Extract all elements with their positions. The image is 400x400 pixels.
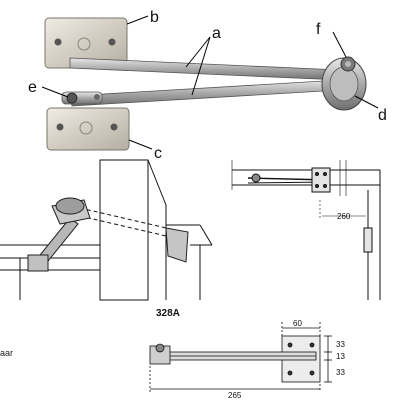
lower-arm [69,79,341,107]
dim-hole-top: 33 [336,340,345,349]
cabinet-illustration [0,159,213,301]
dim-hole-mid: 13 [336,352,345,361]
label-f: f [316,21,321,38]
label-c: c [154,145,162,162]
label-a: a [212,25,221,42]
model-number: 328A [156,308,180,319]
top-view-drawing [231,160,381,300]
dim-hole-bottom: 33 [336,368,345,377]
label-d: d [378,107,387,124]
pivot-rivet [66,92,78,104]
label-e: e [28,79,37,96]
dim-plate-width: 60 [293,319,302,328]
hinge-photo: b a f e d c [28,9,387,162]
bottom-mounting-plate [46,107,130,151]
hinge-in-cabinet [27,197,189,272]
upper-arm [69,57,341,81]
dim-side-offset: 260 [337,212,351,221]
label-b: b [150,9,159,26]
dim-total-length: 265 [228,391,242,400]
dimension-drawing [149,322,332,392]
side-text: aar [0,348,13,358]
